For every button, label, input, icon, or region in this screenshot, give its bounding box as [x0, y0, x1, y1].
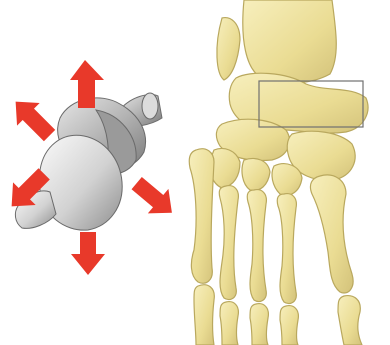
model-spindle-cap — [142, 93, 158, 119]
bone-metatarsal-5 — [310, 175, 353, 293]
arrow-down — [71, 232, 105, 275]
bone-metatarsal-2 — [219, 186, 238, 300]
bone-phalanx-1 — [194, 285, 214, 345]
arrow-right — [126, 171, 182, 225]
bone-metatarsal-1 — [189, 149, 214, 283]
bone-phalanx-2 — [220, 302, 238, 345]
bone-tibia — [243, 0, 336, 83]
bone-phalanx-3 — [250, 304, 268, 345]
arrow-upper-left — [4, 90, 61, 147]
bone-metatarsal-4 — [277, 194, 296, 304]
bone-cuneiform-2 — [242, 159, 270, 191]
bone-phalanx-4 — [280, 306, 298, 345]
bone-fibula — [217, 18, 240, 80]
foot-skeleton — [189, 0, 368, 345]
bone-phalanx-5 — [338, 296, 362, 345]
bone-metatarsal-3 — [247, 190, 266, 302]
bone-cuneiform-3 — [272, 164, 302, 196]
